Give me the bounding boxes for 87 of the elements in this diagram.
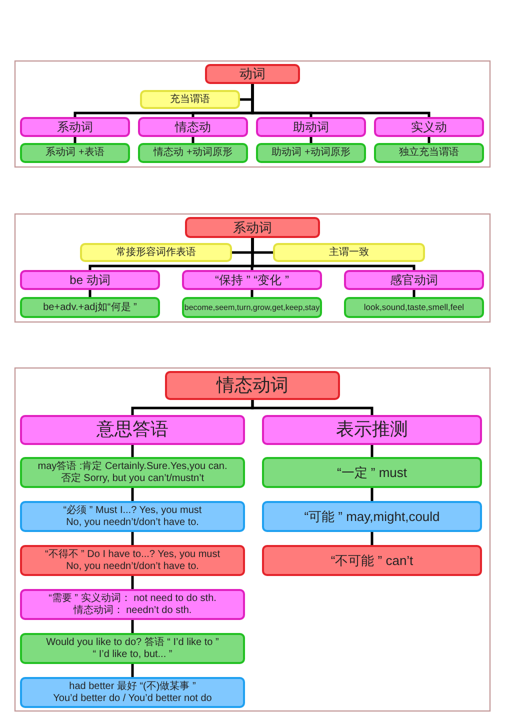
box-label: 系动词 — [233, 220, 272, 236]
category-box — [20, 415, 245, 445]
usage-box — [374, 143, 484, 163]
box-label: 感官动词 — [390, 272, 438, 288]
box-label: had better 最好 “(不)做某事 ” — [69, 680, 196, 692]
usage-box — [20, 633, 245, 664]
box-label: Would you like to do? 答语 “ I’d like to ” — [46, 636, 219, 648]
box-label: “需要 ” 实义动词： not need to do sth. — [48, 592, 216, 604]
category-box — [256, 117, 366, 137]
box-label: “不可能 ” can’t — [330, 552, 414, 568]
box-label: 情态动词 — [216, 374, 288, 396]
box-label: 情态动 +动词原形 — [154, 147, 232, 159]
connector-line — [250, 290, 254, 297]
box-label: “不得不 ” Do I have to...? Yes, you must — [44, 548, 220, 560]
box-label: be+adv.+adj如“何是 ” — [43, 302, 137, 314]
category-box — [20, 270, 160, 290]
connector-line — [370, 532, 374, 545]
connector-line — [251, 238, 416, 270]
box-label: 系动词 +表语 — [46, 147, 104, 159]
title-box — [205, 64, 300, 84]
usage-box — [20, 545, 245, 576]
usage-box — [256, 143, 366, 163]
box-label: look,sound,taste,smell,feel — [364, 302, 464, 313]
box-label: 表示推测 — [336, 419, 408, 441]
box-label: 助动词 — [293, 120, 329, 134]
box-label: 系动词 — [57, 120, 93, 134]
connector-line — [370, 445, 374, 457]
connector-line — [370, 488, 374, 501]
connector-line — [88, 290, 92, 297]
connector-line — [131, 488, 134, 501]
usage-box — [262, 501, 482, 532]
connector-line — [310, 137, 312, 143]
connector-line — [412, 290, 416, 297]
box-label: 主谓一致 — [329, 246, 369, 258]
usage-box — [20, 501, 245, 532]
connector-line — [131, 576, 134, 589]
usage-box — [262, 545, 482, 576]
box-label: “ I’d like to, but... ” — [92, 648, 172, 660]
box-label: You’d better do / You’d better not do — [53, 692, 212, 704]
box-label: become,seem,turn,grow,get,keep,stay — [184, 302, 320, 312]
connector-line — [131, 620, 134, 633]
box-label: 充当谓语 — [170, 94, 210, 106]
connector-line — [428, 137, 430, 143]
connector-line — [131, 445, 134, 457]
note-box — [273, 243, 425, 262]
usage-box — [138, 143, 248, 163]
box-label: 独立充当谓语 — [399, 147, 459, 159]
connector-line — [131, 532, 134, 545]
box-label: “可能 ” may,might,could — [304, 508, 440, 524]
box-label: 情态动词： needn’t do sth. — [73, 604, 192, 616]
usage-box — [344, 297, 484, 318]
connector-line — [192, 137, 194, 143]
box-label: No, you needn’t/don’t have to. — [66, 560, 199, 572]
box-label: 常接形容词作表语 — [116, 246, 196, 258]
usage-box — [20, 457, 245, 488]
usage-box — [262, 457, 482, 488]
category-box — [374, 117, 484, 137]
usage-box — [20, 677, 245, 708]
box-label: 意思答语 — [96, 419, 168, 441]
connector-line — [74, 137, 76, 143]
title-box — [165, 371, 340, 400]
box-label: 否定 Sorry, but you can’t/mustn’t — [60, 472, 204, 484]
box-label: “必须 ” Must I...? Yes, you must — [63, 504, 202, 516]
usage-box — [20, 143, 130, 163]
box-label: 实义动 — [411, 120, 447, 134]
note-box — [80, 243, 232, 262]
connector-line — [131, 664, 134, 677]
box-label: 助动词 +动词原形 — [272, 147, 350, 159]
box-label: “一定 ” must — [336, 464, 408, 480]
category-box — [20, 117, 130, 137]
usage-box — [182, 297, 322, 318]
usage-box — [20, 589, 245, 620]
box-label: may答语 :肯定 Certainly.Sure.Yes,you can. — [38, 460, 228, 472]
box-label: “保持 ” “变化 ” — [215, 272, 289, 288]
category-box — [182, 270, 322, 290]
note-box — [140, 90, 240, 109]
category-box — [138, 117, 248, 137]
title-box — [185, 217, 320, 238]
box-label: No, you needn’t/don’t have to. — [66, 516, 199, 528]
connector-line — [251, 400, 374, 415]
category-box — [262, 415, 482, 445]
box-label: be 动词 — [70, 272, 110, 288]
connector-line — [251, 84, 430, 117]
box-label: 动词 — [240, 66, 266, 82]
category-box — [344, 270, 484, 290]
usage-box — [20, 297, 160, 318]
box-label: 情态动 — [175, 120, 211, 134]
